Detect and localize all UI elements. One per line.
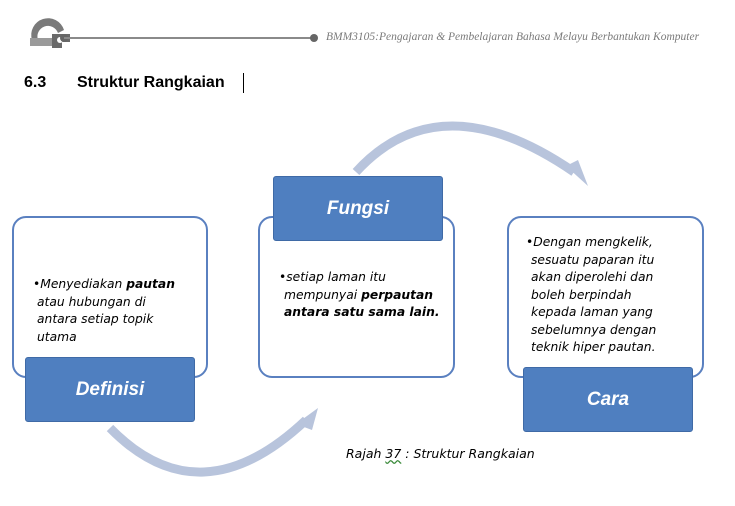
arrow-bottom-head bbox=[296, 408, 318, 430]
fungsi-line2: mempunyai bbox=[284, 287, 362, 302]
caption-number: 37 bbox=[385, 446, 402, 461]
cara-line1: •Dengan mengkelik, bbox=[526, 235, 653, 249]
fungsi-label: Fungsi bbox=[273, 176, 443, 241]
header-dot-right bbox=[310, 34, 318, 42]
arrow-top-head bbox=[566, 160, 588, 186]
cara-line2: sesuatu paparan itu bbox=[531, 252, 655, 267]
cara-line6: sebelumnya dengan bbox=[531, 322, 657, 337]
fungsi-bold-perpautan: perpautan bbox=[361, 287, 434, 302]
header-line bbox=[64, 37, 314, 39]
definisi-label: Definisi bbox=[25, 357, 195, 422]
fungsi-line1: •setiap laman itu bbox=[279, 270, 386, 284]
cara-label: Cara bbox=[523, 367, 693, 432]
definisi-line4: utama bbox=[37, 329, 77, 344]
definisi-line3: antara setiap topik bbox=[37, 312, 154, 326]
definisi-text: •Menyediakan pautan atau hubungan di ant… bbox=[33, 276, 175, 346]
cara-line7: teknik hiper pautan. bbox=[531, 340, 656, 354]
section-number: 6.3 bbox=[24, 74, 47, 91]
caption-suffix: : Struktur Rangkaian bbox=[401, 446, 535, 461]
cara-line5: kepada laman yang bbox=[531, 305, 653, 319]
fungsi-text: •setiap laman itu mempunyai perpautan an… bbox=[279, 269, 440, 322]
arrow-bottom bbox=[106, 416, 310, 477]
cara-line4: boleh berpindah bbox=[531, 287, 632, 302]
arrow-top bbox=[352, 121, 577, 176]
cara-line3: akan diperolehi dan bbox=[531, 270, 654, 284]
figure-caption: Rajah 37 : Struktur Rangkaian bbox=[346, 446, 535, 461]
definisi-line1: •Menyediakan bbox=[33, 277, 127, 291]
fungsi-line3: antara satu sama lain. bbox=[284, 305, 440, 319]
cara-card bbox=[507, 216, 704, 378]
cara-text: •Dengan mengkelik, sesuatu paparan itu a… bbox=[526, 234, 656, 357]
fungsi-card bbox=[258, 216, 455, 378]
header-course-text: BMM3105:Pengajaran & Pembelajaran Bahasa… bbox=[326, 31, 700, 43]
definisi-bold-pautan: pautan bbox=[126, 277, 175, 291]
section-title: Struktur Rangkaian bbox=[77, 74, 225, 91]
text-cursor bbox=[243, 73, 244, 93]
definisi-line2: atau hubungan di bbox=[37, 294, 146, 309]
caption-prefix: Rajah bbox=[346, 446, 386, 461]
